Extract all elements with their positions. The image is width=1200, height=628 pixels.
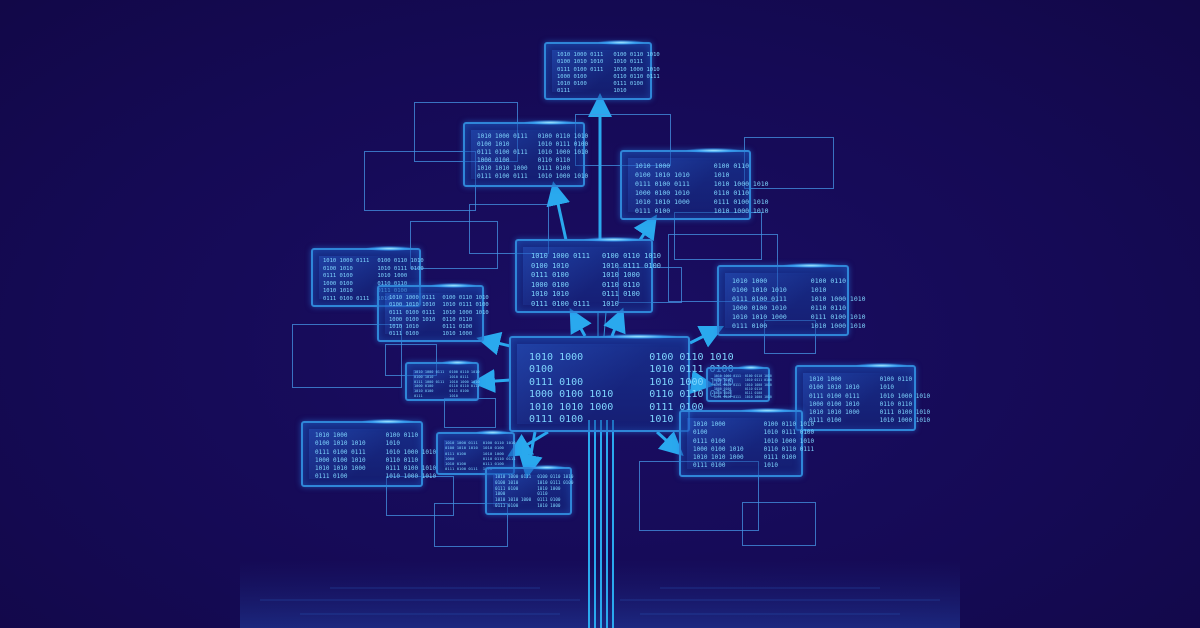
left-small-panel: 1010 1000 0111 0100 1010 0111 1000 0111 … xyxy=(405,360,480,401)
outline-frame xyxy=(444,398,496,428)
binary-columns: 1010 1000 0111 0100 1010 0111 0100 1000 … xyxy=(531,252,661,309)
right-small-panel: 1010 1000 0111 0100 1010 0111 0100 0111 … xyxy=(706,365,772,402)
binary-column-right: 0100 0110 1010 1010 0111 1010 1000 1010 … xyxy=(449,370,480,398)
binary-column-left: 1010 1000 0111 0100 1010 0111 0100 0111 … xyxy=(477,133,528,180)
binary-columns: 1010 1000 0111 0100 1010 0111 1000 0111 … xyxy=(414,370,480,399)
binary-columns: 1010 1000 0100 0111 0100 1000 0100 1010 … xyxy=(529,352,734,426)
binary-column-left: 1010 1000 0100 1010 1010 0111 0100 0111 … xyxy=(635,162,690,215)
panel-glow xyxy=(524,120,576,125)
binary-columns: 1010 1000 0100 0111 0100 1000 0100 1010 … xyxy=(693,421,814,471)
lower-left-panel: 1010 1000 0100 1010 1010 0111 0100 0111 … xyxy=(301,419,436,487)
panel-glow xyxy=(430,283,476,288)
binary-columns: 1010 1000 0100 1010 1010 0111 0100 0111 … xyxy=(315,432,436,482)
lower-center-panel: 1010 1000 0111 0100 1010 0111 0100 1000 … xyxy=(485,465,573,515)
binary-column-left: 1010 1000 0111 0100 1010 0111 0100 1000 … xyxy=(495,475,532,509)
panel-glow xyxy=(528,465,566,470)
binary-column-left: 1010 1000 0100 1010 1010 0111 0100 0111 … xyxy=(809,376,860,425)
binary-columns: 1010 1000 0111 0100 1010 0111 0100 1000 … xyxy=(495,475,573,510)
binary-column-left: 1010 1000 0111 0100 1010 1010 0111 0100 … xyxy=(557,52,604,95)
binary-column-left: 1010 1000 0111 0100 1010 0111 0100 1000 … xyxy=(323,258,370,302)
panel-glow xyxy=(599,334,678,339)
outline-frame xyxy=(469,204,549,254)
binary-column-left: 1010 1000 0111 0100 1010 1010 0111 0100 … xyxy=(445,440,478,472)
binary-column-left: 1010 1000 0100 1010 1010 0111 0100 0111 … xyxy=(732,277,787,330)
outline-frame xyxy=(434,503,508,547)
panel-glow xyxy=(362,419,414,424)
center-upper-panel: 1010 1000 0111 0100 1010 0111 0100 1000 … xyxy=(515,237,661,313)
binary-columns: 1010 1000 0100 1010 1010 0111 0100 0111 … xyxy=(809,376,930,426)
binary-column-right: 0100 0110 1010 1010 1000 1010 0110 0110 … xyxy=(385,432,437,481)
panel-glow xyxy=(738,365,765,370)
binary-column-left: 1010 1000 0111 0100 1010 1010 0111 0100 … xyxy=(389,295,436,338)
left-mid-panel: 1010 1000 0111 0100 1010 1010 0111 0100 … xyxy=(377,283,489,342)
outline-frame xyxy=(364,151,476,211)
binary-column-right: 0100 0110 1010 1010 1000 1010 0110 0110 … xyxy=(879,376,931,425)
panel-glow xyxy=(598,40,644,45)
binary-column-right: 0100 0110 1010 1010 0111 0100 1010 1000 … xyxy=(763,421,815,470)
binary-column-right: 0100 0110 1010 1010 0111 0100 1010 1000 … xyxy=(442,295,489,338)
binary-column-left: 1010 1000 0100 1010 1010 0111 0100 0111 … xyxy=(315,432,366,481)
binary-column-right: 0100 0110 1010 1010 0111 1010 1000 1010 … xyxy=(613,52,660,95)
binary-columns: 1010 1000 0100 1010 1010 0111 0100 0111 … xyxy=(732,277,866,331)
outline-frame xyxy=(292,324,402,388)
binary-column-right: 0100 0110 1010 1010 1000 1010 0110 0110 … xyxy=(713,162,769,215)
panel-glow xyxy=(783,263,840,268)
binary-column-right: 0100 0110 1010 1010 1000 1010 0110 0110 … xyxy=(810,277,866,330)
binary-column-right: 0100 0110 1010 1010 0111 0100 1010 1000 … xyxy=(602,252,662,308)
binary-columns: 1010 1000 0111 0100 1010 1010 0111 0100 … xyxy=(557,52,660,96)
binary-columns: 1010 1000 0111 0100 1010 1010 0111 0100 … xyxy=(445,440,516,472)
right-mid-panel: 1010 1000 0100 1010 1010 0111 0100 0111 … xyxy=(717,263,866,336)
panel-glow xyxy=(475,430,509,435)
panel-glow xyxy=(366,246,413,251)
outline-frame xyxy=(410,221,498,269)
top-panel: 1010 1000 0111 0100 1010 1010 0111 0100 … xyxy=(544,40,660,100)
binary-column-left: 1010 1000 0100 0111 0100 1000 0100 1010 … xyxy=(693,421,744,470)
panel-glow xyxy=(855,363,907,368)
binary-column-left: 1010 1000 0111 0100 1010 0111 1000 0111 … xyxy=(414,370,445,398)
panel-glow xyxy=(442,360,473,365)
binary-column-left: 1010 1000 0100 0111 0100 1000 0100 1010 … xyxy=(529,352,614,426)
binary-columns: 1010 1000 0111 0100 1010 0111 0100 0111 … xyxy=(477,133,588,181)
binary-column-left: 1010 1000 0111 0100 1010 0111 0100 1000 … xyxy=(531,252,591,308)
lower-right-panel: 1010 1000 0100 0111 0100 1000 0100 1010 … xyxy=(679,408,814,477)
binary-column-right: 0100 0110 1010 1010 0111 0100 1010 1000 … xyxy=(537,475,574,509)
binary-column-right: 0100 0110 1010 1010 0111 0100 1010 1000 … xyxy=(537,133,589,180)
binary-column-left: 1010 1000 0111 0100 1010 0111 0100 0111 … xyxy=(714,374,741,400)
binary-columns: 1010 1000 0100 1010 1010 0111 0100 0111 … xyxy=(635,162,769,216)
binary-column-right: 0100 0110 1010 1010 0111 0100 1010 1000 … xyxy=(744,374,772,400)
binary-columns: 1010 1000 0111 0100 1010 1010 0111 0100 … xyxy=(389,295,489,339)
panel-glow xyxy=(741,408,794,413)
outline-frame xyxy=(742,502,816,546)
upper-left-panel: 1010 1000 0111 0100 1010 0111 0100 0111 … xyxy=(463,120,588,187)
panel-glow xyxy=(685,148,742,153)
trunk-panel: 1010 1000 0100 0111 0100 1000 0100 1010 … xyxy=(509,334,734,432)
binary-columns: 1010 1000 0111 0100 1010 0111 0100 0111 … xyxy=(714,374,772,400)
panel-glow xyxy=(584,237,643,242)
upper-right-panel: 1010 1000 0100 1010 1010 0111 0100 0111 … xyxy=(620,148,769,220)
